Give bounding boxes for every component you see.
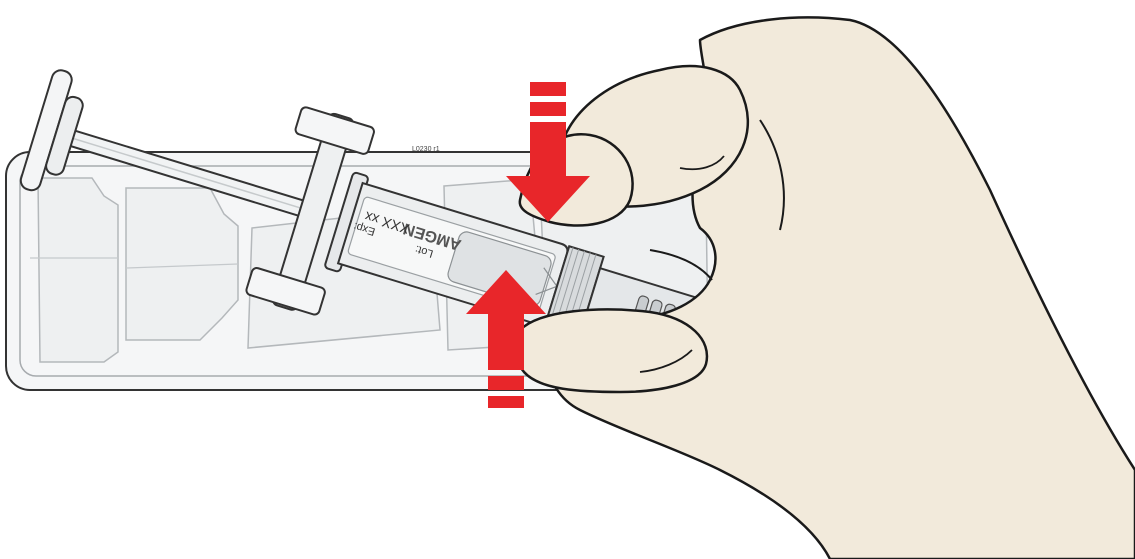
figure-code: L0230 r1 (412, 146, 440, 153)
